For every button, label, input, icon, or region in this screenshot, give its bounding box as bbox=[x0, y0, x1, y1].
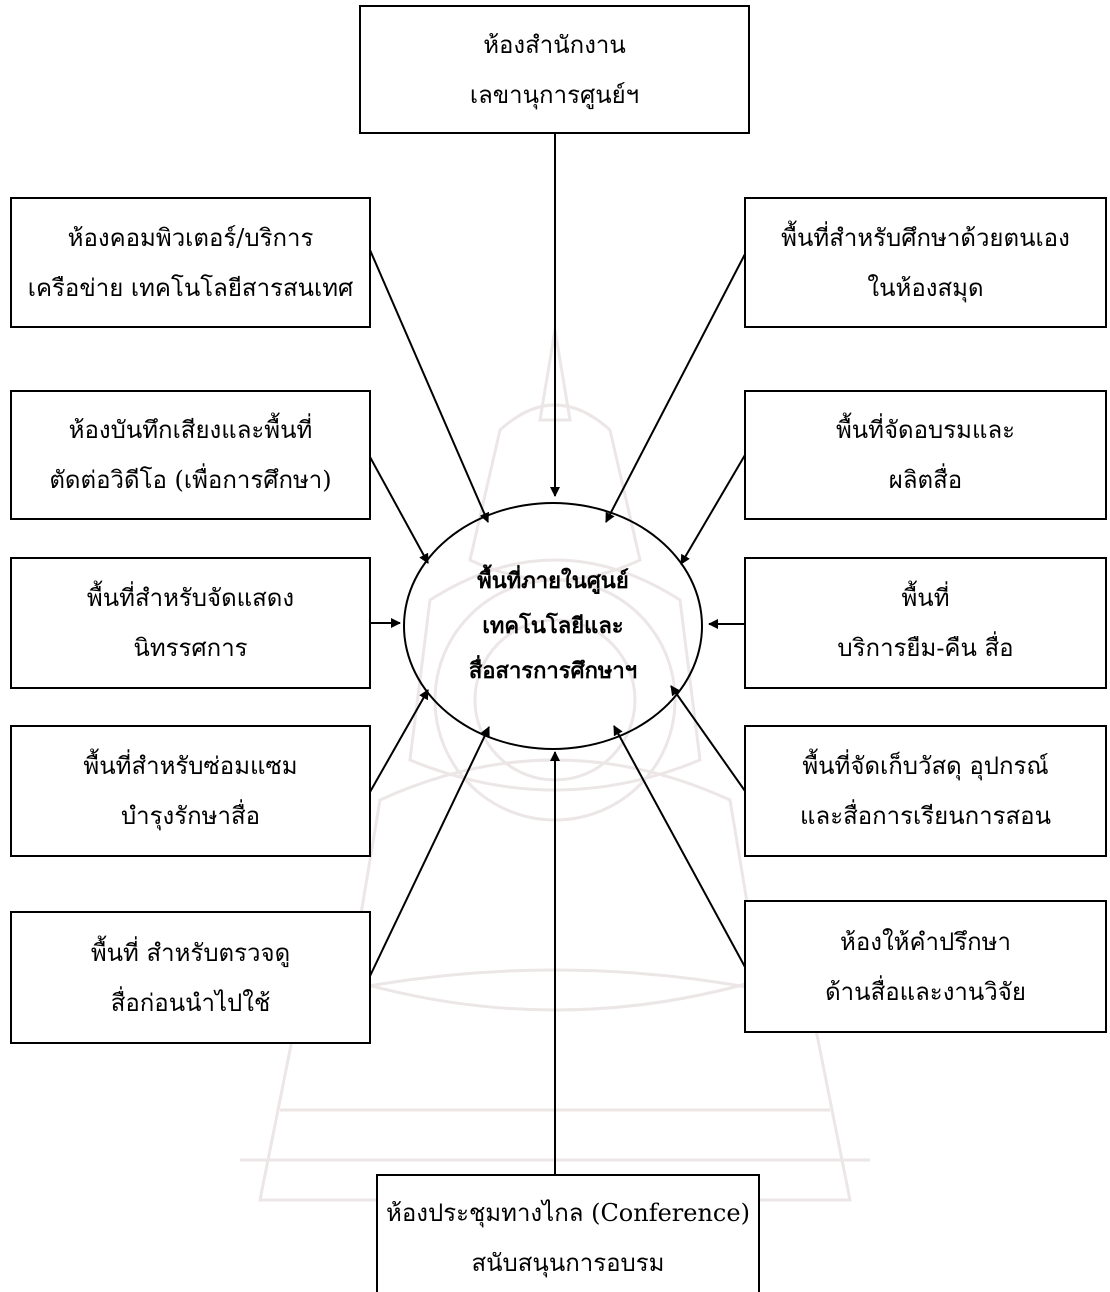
arrow-left1 bbox=[369, 249, 490, 523]
arrow-right2 bbox=[680, 454, 746, 565]
box-left2-line-2: ตัดต่อวิดีโอ (เพื่อการศึกษา) bbox=[49, 466, 332, 494]
box-right2-line-2: ผลิตสื่อ bbox=[888, 466, 963, 494]
box-left-exhibition: พื้นที่สำหรับจัดแสดง นิทรรศการ bbox=[10, 557, 371, 689]
center-node: พื้นที่ภายในศูนย์ เทคโนโลยีและ สื่อสารกา… bbox=[403, 502, 703, 750]
box-right-consulting: ห้องให้คำปรึกษา ด้านสื่อและงานวิจัย bbox=[744, 900, 1107, 1033]
box-left-computer-room: ห้องคอมพิวเตอร์/บริการ เครือข่าย เทคโนโล… bbox=[10, 197, 371, 328]
box-right4-line-1: พื้นที่จัดเก็บวัสดุ อุปกรณ์ bbox=[802, 752, 1049, 780]
box-top-office: ห้องสำนักงาน เลขานุการศูนย์ฯ bbox=[359, 5, 750, 134]
box-right5-line-2: ด้านสื่อและงานวิจัย bbox=[825, 977, 1026, 1006]
box-bottom-conference: ห้องประชุมทางไกล (Conference) สนับสนุนกา… bbox=[376, 1174, 760, 1292]
box-left1-line-2: เครือข่าย เทคโนโลยีสารสนเทศ bbox=[27, 273, 354, 302]
box-right4-line-2: และสื่อการเรียนการสอน bbox=[800, 802, 1051, 830]
box-left-recording-room: ห้องบันทึกเสียงและพื้นที่ ตัดต่อวิดีโอ (… bbox=[10, 390, 371, 520]
box-left4-line-2: บำรุงรักษาสื่อ bbox=[120, 802, 261, 830]
center-line-3: สื่อสารการศึกษาฯ bbox=[468, 657, 638, 684]
box-left2-line-1: ห้องบันทึกเสียงและพื้นที่ bbox=[68, 416, 313, 444]
box-right2-line-1: พื้นที่จัดอบรมและ bbox=[835, 416, 1016, 444]
box-bottom-line-2: สนับสนุนการอบรม bbox=[471, 1249, 665, 1277]
arrow-right1 bbox=[605, 253, 746, 523]
box-left-inspection: พื้นที่ สำหรับตรวจดู สื่อก่อนนำไปใช้ bbox=[10, 911, 371, 1044]
box-top-line-1: ห้องสำนักงาน bbox=[483, 30, 626, 59]
box-left3-line-1: พื้นที่สำหรับจัดแสดง bbox=[86, 584, 295, 612]
box-left5-line-1: พื้นที่ สำหรับตรวจดู bbox=[90, 938, 291, 967]
box-right3-line-2: บริการยืม-คืน สื่อ bbox=[837, 634, 1014, 662]
box-right1-line-1: พื้นที่สำหรับศึกษาด้วยตนเอง bbox=[781, 223, 1070, 252]
box-left-repair: พื้นที่สำหรับซ่อมแซม บำรุงรักษาสื่อ bbox=[10, 725, 371, 857]
box-right-lending: พื้นที่ บริการยืม-คืน สื่อ bbox=[744, 557, 1107, 689]
center-line-1: พื้นที่ภายในศูนย์ bbox=[477, 567, 629, 594]
arrow-right4 bbox=[670, 685, 746, 792]
box-right5-line-1: ห้องให้คำปรึกษา bbox=[840, 927, 1011, 956]
box-right1-line-2: ในห้องสมุด bbox=[867, 273, 984, 302]
arrow-left2 bbox=[369, 456, 429, 564]
box-right-self-study: พื้นที่สำหรับศึกษาด้วยตนเอง ในห้องสมุด bbox=[744, 197, 1107, 328]
box-left4-line-1: พื้นที่สำหรับซ่อมแซม bbox=[83, 752, 298, 780]
box-right-storage: พื้นที่จัดเก็บวัสดุ อุปกรณ์ และสื่อการเร… bbox=[744, 725, 1107, 857]
arrow-left4 bbox=[369, 689, 429, 793]
box-left5-line-2: สื่อก่อนนำไปใช้ bbox=[110, 988, 271, 1017]
box-bottom-line-1: ห้องประชุมทางไกล (Conference) bbox=[386, 1199, 750, 1227]
box-left3-line-2: นิทรรศการ bbox=[133, 634, 248, 662]
box-right-training: พื้นที่จัดอบรมและ ผลิตสื่อ bbox=[744, 390, 1107, 520]
arrow-right5 bbox=[613, 725, 746, 968]
box-top-line-2: เลขานุการศูนย์ฯ bbox=[469, 80, 640, 109]
box-left1-line-1: ห้องคอมพิวเตอร์/บริการ bbox=[67, 223, 314, 252]
box-right3-line-1: พื้นที่ bbox=[901, 584, 950, 612]
arrow-left5 bbox=[369, 726, 490, 977]
center-line-2: เทคโนโลยีและ bbox=[482, 612, 624, 639]
